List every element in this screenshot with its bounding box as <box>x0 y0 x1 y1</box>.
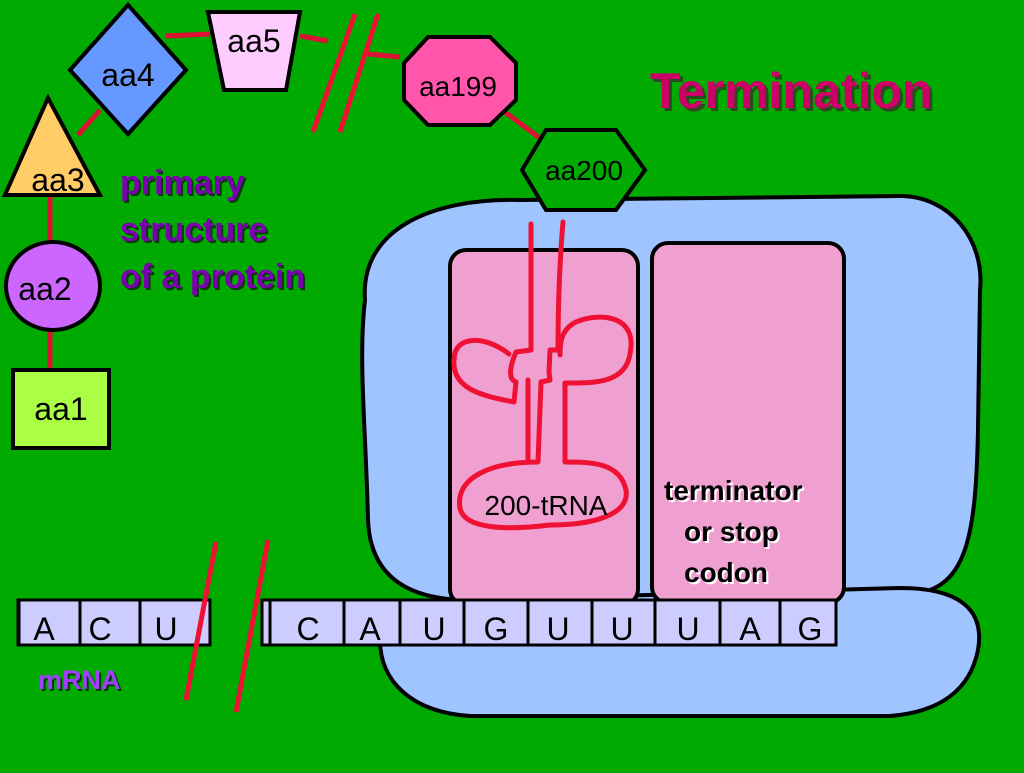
aa4-diamond <box>67 1 189 137</box>
p-site <box>448 248 640 607</box>
mrna-base: A <box>33 611 55 647</box>
aa4-label: aa4 <box>101 57 154 93</box>
peptide-bonds <box>47 31 547 370</box>
primary-structure-caption: primary structure of a protein <box>120 160 360 301</box>
caption-line: structure <box>120 211 268 249</box>
polypeptide-break-mark <box>337 13 381 133</box>
mrna-base: C <box>296 611 319 647</box>
aa2-label: aa2 <box>18 271 71 307</box>
mrna-base: U <box>546 611 569 647</box>
mrna-base: G <box>484 611 509 647</box>
aa5-label: aa5 <box>227 23 280 59</box>
mrna-label: mRNA <box>38 665 121 695</box>
stop-codon-line: codon <box>684 557 768 588</box>
mrna-break-mark <box>183 541 219 701</box>
mrna-base: C <box>88 611 111 647</box>
mrna-base: A <box>359 611 381 647</box>
stop-codon-line: terminator <box>664 475 803 506</box>
aa200-hexagon <box>519 128 648 212</box>
aa5-trapezoid <box>205 10 303 92</box>
mrna-break-mark <box>233 539 271 713</box>
aa199-label: aa199 <box>419 71 497 102</box>
slide-title: Termination <box>650 63 933 119</box>
aa2-circle <box>4 240 102 332</box>
caption-line: of a protein <box>120 258 306 296</box>
mrna-base: U <box>154 611 177 647</box>
aa200-label: aa200 <box>545 155 623 186</box>
trna-label: 200-tRNA <box>485 490 608 521</box>
mrna-bases: A C U C A U G U U U A G <box>33 611 822 647</box>
mrna-base: U <box>610 611 633 647</box>
aa3-label: aa3 <box>31 162 84 198</box>
aa1-label: aa1 <box>34 391 87 427</box>
mrna-base: G <box>798 611 823 647</box>
mrna-base: U <box>676 611 699 647</box>
mrna-base: A <box>739 611 761 647</box>
caption-line: primary <box>120 164 245 202</box>
aa3-triangle <box>1 93 104 197</box>
stop-codon-line: or stop <box>684 516 779 547</box>
mrna-strand <box>16 598 838 647</box>
trna-cloverleaf <box>451 219 634 531</box>
stop-codon-label: terminator or stop codon <box>664 470 840 593</box>
aa199-octagon <box>402 35 518 127</box>
polypeptide-break-mark <box>310 13 358 133</box>
aa1-square <box>11 368 111 450</box>
mrna-base: U <box>422 611 445 647</box>
